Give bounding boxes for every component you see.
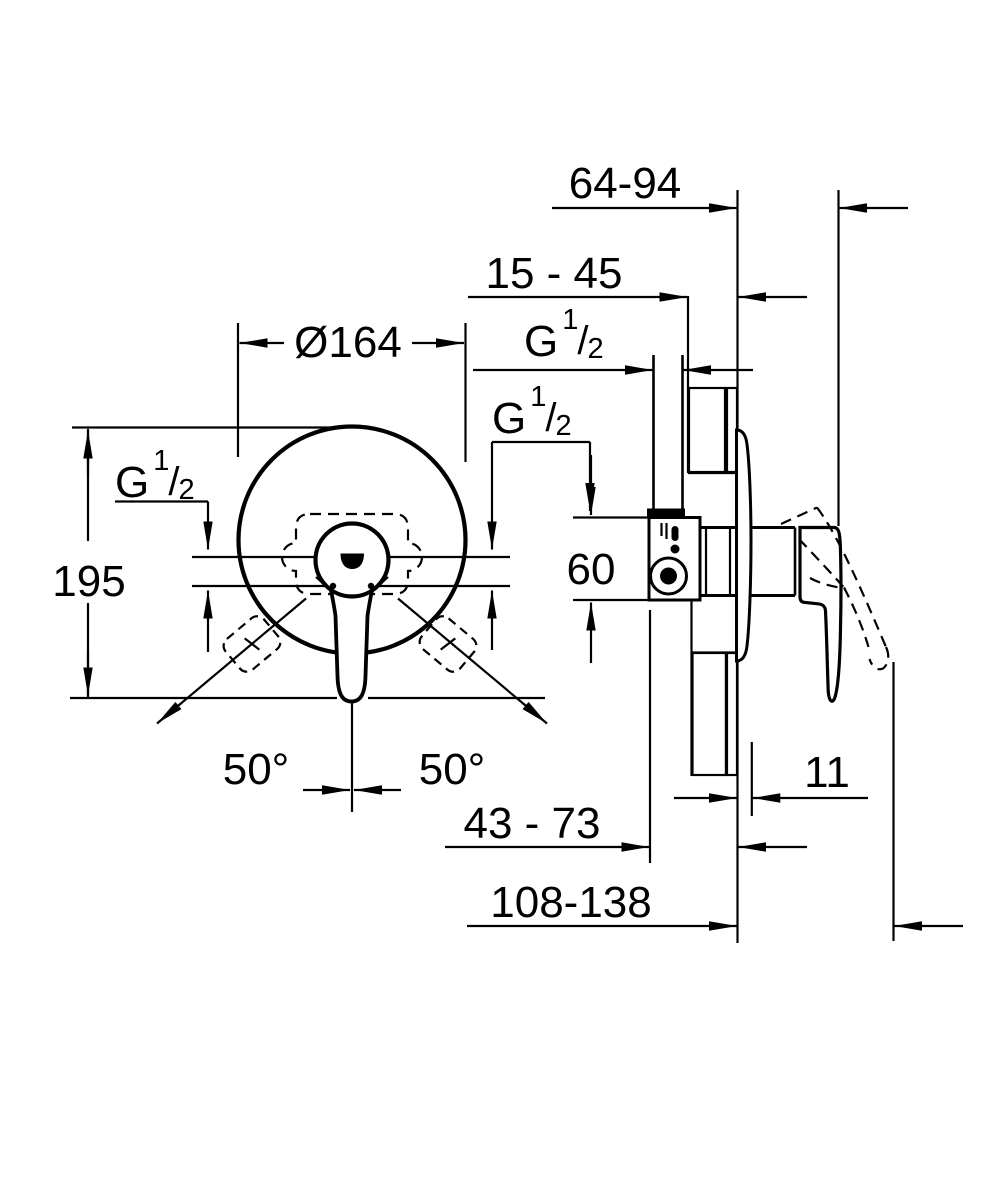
dim-body-to-wall: 43 - 73 bbox=[445, 799, 807, 852]
handle-end-position-dashed bbox=[418, 615, 478, 673]
escutcheon-side bbox=[735, 428, 753, 663]
handle-side bbox=[798, 525, 843, 703]
dim-swing-angle: 50° 50° bbox=[70, 696, 545, 812]
wall-section-upper bbox=[686, 296, 739, 475]
handle-end-position-dashed bbox=[222, 615, 282, 673]
dim-overall-depth-label: 108-138 bbox=[490, 878, 651, 927]
logo-mark bbox=[340, 553, 364, 569]
dim-angle-right-label: 50° bbox=[419, 745, 486, 794]
rough-in-box-dashed bbox=[280, 512, 424, 596]
dim-angle-left-label: 50° bbox=[223, 745, 290, 794]
dim-overall-depth: 108-138 bbox=[467, 878, 963, 931]
dim-plate-offset-label: 11 bbox=[804, 748, 850, 797]
fixing-screw bbox=[660, 523, 680, 554]
dim-port-height: 60 bbox=[567, 455, 650, 663]
handle-lever-front bbox=[329, 589, 374, 704]
side-view: 60 bbox=[445, 159, 963, 943]
dim-wall-to-handle: 64-94 bbox=[552, 159, 908, 213]
handle-stem bbox=[751, 526, 797, 597]
dim-port-height-label: 60 bbox=[567, 545, 616, 594]
dim-body-to-wall-label: 43 - 73 bbox=[464, 799, 601, 848]
pipe-nut bbox=[647, 508, 685, 517]
cartridge-sleeve bbox=[700, 526, 736, 597]
dim-plate-offset: 11 bbox=[674, 748, 868, 803]
wall-section-lower bbox=[690, 601, 739, 777]
handle-side-swung-dashed bbox=[780, 506, 890, 671]
inlet-port bbox=[649, 556, 688, 596]
dim-height-label: 195 bbox=[52, 557, 125, 606]
dim-height: 195 bbox=[48, 429, 132, 697]
swing-range-left bbox=[156, 597, 307, 725]
dim-wall-to-handle-label: 64-94 bbox=[569, 159, 682, 208]
dim-rough-in: 15 - 45 bbox=[468, 249, 807, 302]
dim-rough-in-label: 15 - 45 bbox=[486, 249, 623, 298]
supply-pipe bbox=[647, 355, 685, 517]
dim-diameter: Ø164 bbox=[236, 318, 467, 462]
dim-diameter-label: Ø164 bbox=[294, 318, 402, 367]
boss-details bbox=[315, 553, 389, 599]
swing-range-right bbox=[397, 597, 548, 725]
